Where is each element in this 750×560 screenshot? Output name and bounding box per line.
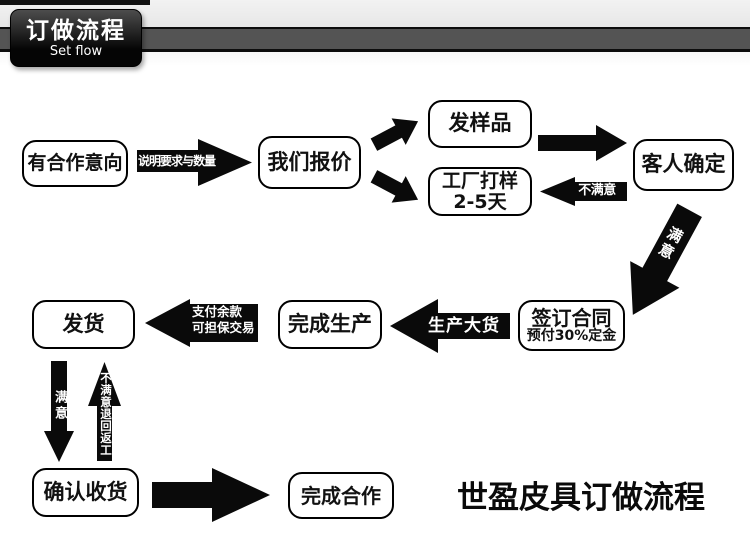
flow-box-factory-proof: 工厂打样 2-5天	[428, 167, 532, 216]
flow-box-contract: 签订合同 预付30%定金	[518, 300, 625, 351]
arrow-confirm-to-contract-icon	[630, 203, 702, 315]
arrow-quote-to-sample-icon	[370, 118, 419, 151]
arrow-label-secured-trade: 可担保交易	[192, 320, 255, 335]
arrow-label-explain-requirements: 说明要求与数量	[138, 154, 216, 168]
flow-box-label: 确认收货	[43, 479, 128, 504]
flow-box-ship: 发货	[32, 300, 135, 349]
flow-box-label: 工厂打样	[441, 169, 518, 192]
arrow-ship-to-receipt-icon	[44, 361, 74, 462]
arrow-contract-to-production-icon	[390, 299, 510, 353]
flow-box-cooperation-complete: 完成合作	[288, 472, 394, 519]
arrow-quote-to-proof-icon	[370, 170, 419, 203]
arrow-label-bulk-production: 生产大货	[428, 316, 500, 336]
badge-title: 订做流程	[26, 17, 126, 44]
top-left-accent	[0, 0, 150, 5]
flow-box-label: 客人确定	[641, 152, 726, 177]
footer-brand-title: 世盈皮具订做流程	[457, 480, 705, 516]
arrow-sample-to-confirm-icon	[538, 125, 627, 161]
flow-box-production-done: 完成生产	[278, 300, 382, 349]
flow-box-label: 发样品	[448, 111, 512, 136]
flow-box-sample: 发样品	[428, 100, 532, 148]
arrow-confirm-to-proof-icon	[540, 177, 627, 206]
flow-box-label-line2: 预付30%定金	[526, 327, 617, 344]
arrow-label-rework: 不满意退回返工	[99, 372, 113, 456]
arrow-label-unsatisfied: 不满意	[578, 183, 616, 198]
arrow-label-pay-balance: 支付余款	[192, 304, 243, 319]
flow-box-label: 有合作意向	[27, 152, 123, 175]
flow-box-customer-confirm: 客人确定	[633, 139, 734, 191]
arrow-intent-to-quote-icon	[137, 139, 252, 186]
flow-box-label: 签订合同	[531, 305, 612, 330]
title-badge: 订做流程 Set flow	[10, 9, 142, 67]
flow-box-quote: 我们报价	[258, 136, 361, 189]
flow-box-label: 完成合作	[301, 483, 381, 508]
flow-box-label: 我们报价	[267, 149, 352, 174]
badge-subtitle: Set flow	[49, 43, 103, 59]
arrow-receipt-to-complete-icon	[152, 468, 270, 522]
header-underglow	[0, 52, 750, 66]
flow-box-confirm-receipt: 确认收货	[32, 468, 139, 517]
arrow-label-satisfied-down: 满意	[52, 390, 67, 422]
flow-box-label: 发货	[62, 311, 105, 336]
arrow-rework-up-icon	[88, 362, 121, 461]
flow-box-label: 完成生产	[288, 311, 372, 336]
arrow-production-to-ship-icon	[145, 299, 258, 347]
flow-box-label-line2: 2-5天	[453, 190, 507, 213]
flow-box-intent: 有合作意向	[22, 140, 128, 187]
